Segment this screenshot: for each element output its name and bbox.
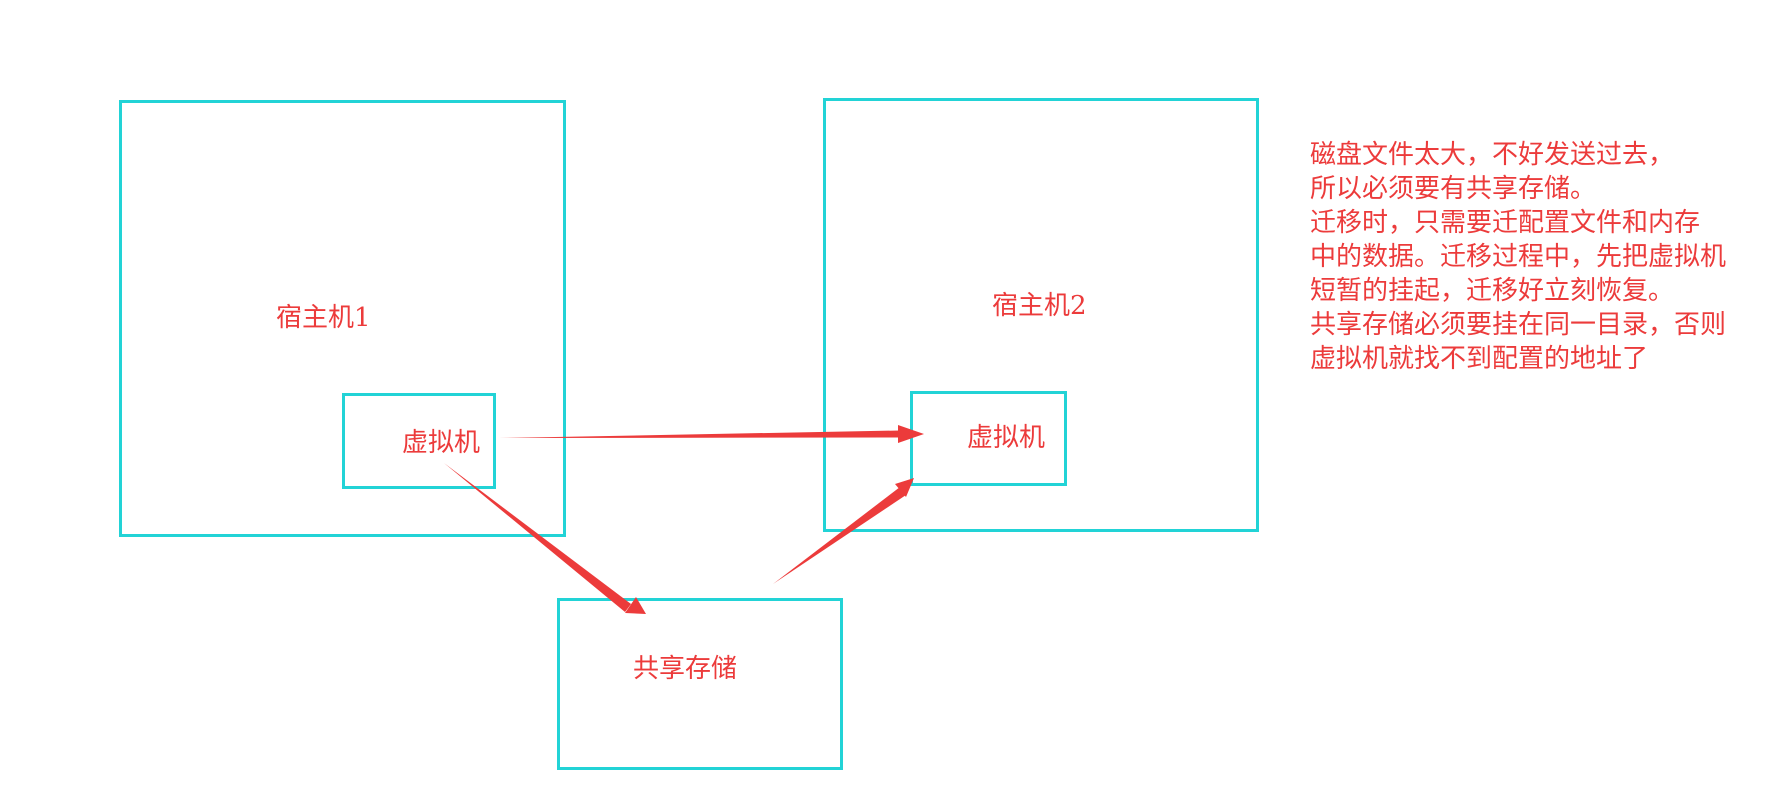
note-line: 中的数据。迁移过程中，先把虚拟机 [1310,242,1727,272]
note-line: 虚拟机就找不到配置的地址了 [1310,344,1649,374]
vm1-to-storage-arrowhead [625,597,646,614]
host1-box [119,100,566,537]
host2-label: 宿主机2 [992,291,1087,321]
host2-box [823,98,1259,532]
migration-arrow-shaft [499,430,900,438]
storage-to-vm2-arrow-shaft [773,487,906,584]
migration-arrowhead [898,425,924,443]
vm1-to-storage-arrow-shaft [444,463,631,612]
storage-to-vm2-arrowhead [895,478,914,497]
note-line: 短暂的挂起，迁移好立刻恢复。 [1310,276,1675,306]
shared-storage-label: 共享存储 [633,654,738,684]
note-line: 磁盘文件太大，不好发送过去， [1310,140,1675,170]
note-line: 共享存储必须要挂在同一目录，否则 [1310,310,1727,340]
shared-storage-box [557,598,843,770]
note-line: 迁移时，只需要迁配置文件和内存 [1310,208,1701,238]
vm1-label: 虚拟机 [402,428,481,458]
vm2-label: 虚拟机 [967,423,1046,453]
vm2-box [910,391,1067,486]
vm1-box [342,393,496,489]
host1-label: 宿主机1 [276,303,371,333]
note-line: 所以必须要有共享存储。 [1310,174,1597,204]
explanation-note: 磁盘文件太大，不好发送过去， 所以必须要有共享存储。 迁移时，只需要迁配置文件和… [1310,138,1726,376]
